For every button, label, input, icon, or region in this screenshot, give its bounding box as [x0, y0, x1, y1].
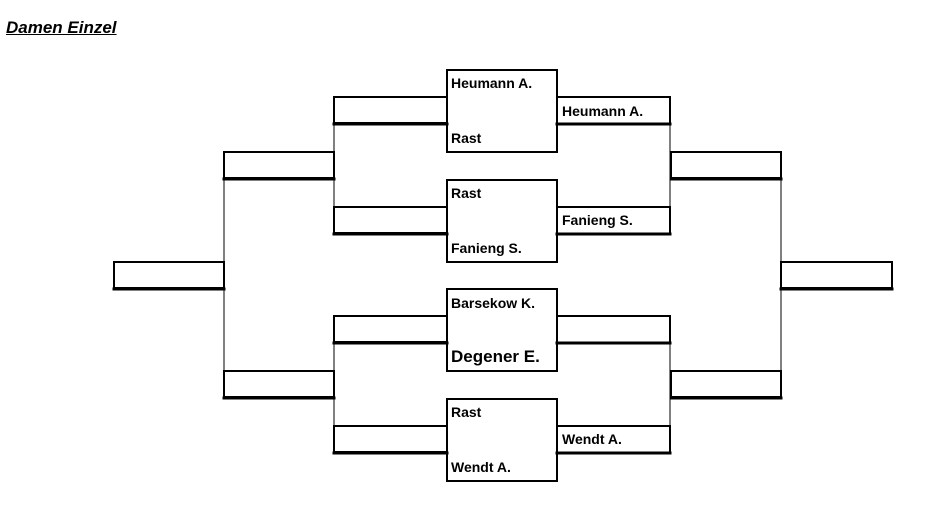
match-4-bottom-player: Wendt A. — [451, 459, 511, 475]
left-r1-slot-1 — [332, 96, 449, 126]
right-r2-slot-4 — [555, 425, 672, 455]
match-box-4 — [446, 398, 558, 482]
left-r1-slot-4 — [332, 425, 449, 455]
round2-slot-4: Wendt A. — [562, 431, 622, 447]
right-semi-slot-2 — [669, 370, 783, 400]
left-r2-slot-2 — [222, 370, 336, 400]
right-r2-slot-3 — [555, 315, 672, 345]
match-2-bottom-player: Fanieng S. — [451, 240, 522, 256]
match-4-top-player: Rast — [451, 404, 482, 420]
left-r1-slot-3 — [332, 315, 449, 345]
match-3-top-player: Barsekow K. — [451, 295, 536, 311]
round2-slot-2: Fanieng S. — [562, 212, 633, 228]
left-r2-slot-1 — [222, 151, 336, 181]
right-semi-slot-1 — [669, 151, 783, 181]
match-1-bottom-player: Rast — [451, 130, 482, 146]
left-final-slot — [112, 261, 226, 291]
match-2-top-player: Rast — [451, 185, 482, 201]
match-1-top-player: Heumann A. — [451, 75, 533, 91]
draw-title: Damen Einzel — [6, 18, 117, 37]
round2-slot-1: Heumann A. — [562, 103, 644, 119]
right-r2-slot-1 — [555, 96, 672, 126]
right-final-slot — [779, 261, 894, 291]
right-r2-slot-2 — [555, 206, 672, 236]
match-3-bottom-player: Degener E. — [451, 347, 540, 366]
left-r1-slot-2 — [332, 206, 449, 236]
